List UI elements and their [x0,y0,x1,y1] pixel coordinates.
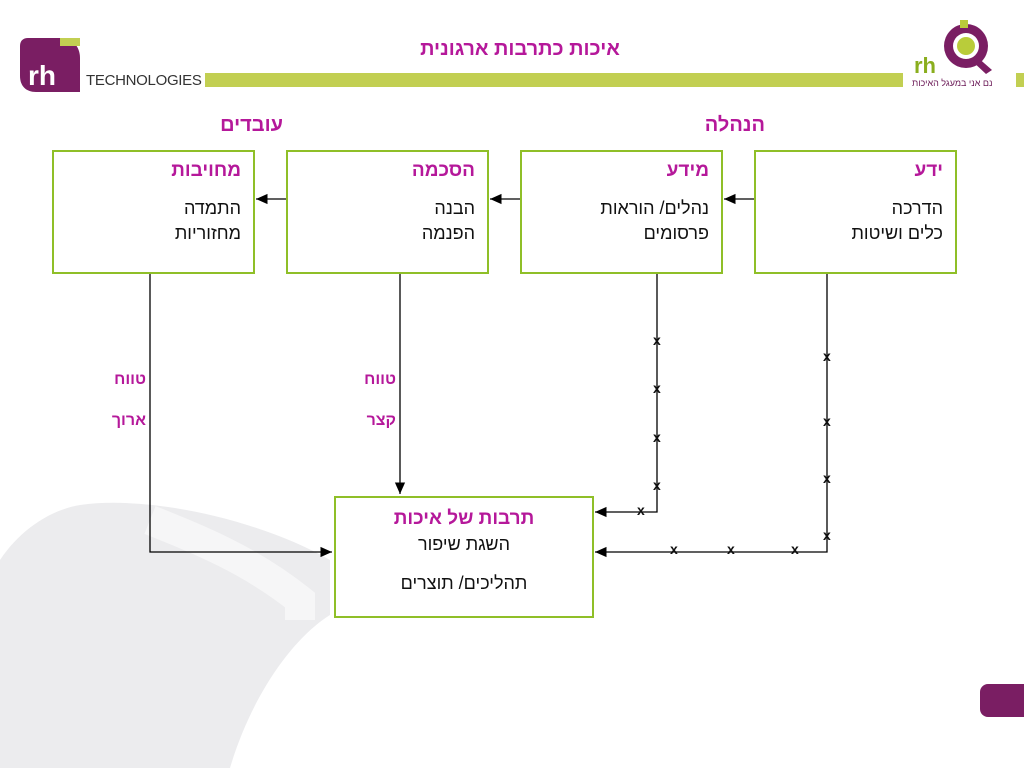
x-marker: x [823,348,831,364]
box-line: פרסומים [643,223,709,243]
header-bar-left [205,73,903,87]
box-title: ידע [914,160,943,181]
box-line: הפנמה [421,223,475,243]
connector-commitment [149,273,332,558]
box-line: מחזוריות [174,223,241,243]
x-marker: x [823,527,831,543]
box-line: התמדה [183,198,241,218]
box-line: הדרכה [891,198,943,218]
result-title: תרבות של איכות [393,508,535,529]
x-marker: x [637,502,645,518]
rh-logo-mark: rh [28,60,56,91]
box-title: הסכמה [411,160,475,181]
x-marker: x [653,332,661,348]
group-label-management: הנהלה [704,114,765,136]
technologies-logo-text: TECHNOLOGIES [86,72,202,89]
x-marker: x [653,429,661,445]
label-short-term-1: טווח [364,371,396,388]
box-line: נהלים/ הוראות [600,198,709,218]
x-marker: x [823,470,831,486]
box-commitment: מחויבות התמדה מחזוריות [52,150,255,274]
background-shape [0,502,330,768]
box-line: הבנה [434,198,475,218]
logo-tagline: נם אני במעגל האיכות [912,78,993,88]
header-bar-right [1016,73,1024,87]
connector-knowledge [595,273,828,558]
x-marker: x [727,541,735,557]
label-long-term-1: טווח [114,371,146,388]
x-marker: x [670,541,678,557]
label-short-term-2: קצר [366,412,396,429]
box-agreement: הסכמה הבנה הפנמה [286,150,489,274]
box-title: מידע [666,160,709,181]
box-information: מידע נהלים/ הוראות פרסומים [520,150,723,274]
box-knowledge: ידע הדרכה כלים ושיטות [754,150,957,274]
x-marker: x [653,477,661,493]
group-label-employees: עובדים [220,114,283,136]
x-marker: x [653,380,661,396]
box-quality-culture: תרבות של איכות השגת שיפור תהליכים/ תוצרי… [334,496,594,618]
page-title: איכות כתרבות ארגונית [420,38,620,60]
box-line: כלים ושיטות [851,223,943,243]
x-marker: x [823,413,831,429]
rh-q-logo-mark: rh [914,53,936,78]
corner-tab [980,684,1024,717]
box-title: מחויבות [171,160,241,181]
label-long-term-2: ארוך [111,412,146,429]
rh-logo-shape [20,38,80,92]
connector-information [595,273,658,518]
result-line: השגת שיפור [418,534,510,554]
x-marker: x [791,541,799,557]
result-line: תהליכים/ תוצרים [400,573,528,593]
